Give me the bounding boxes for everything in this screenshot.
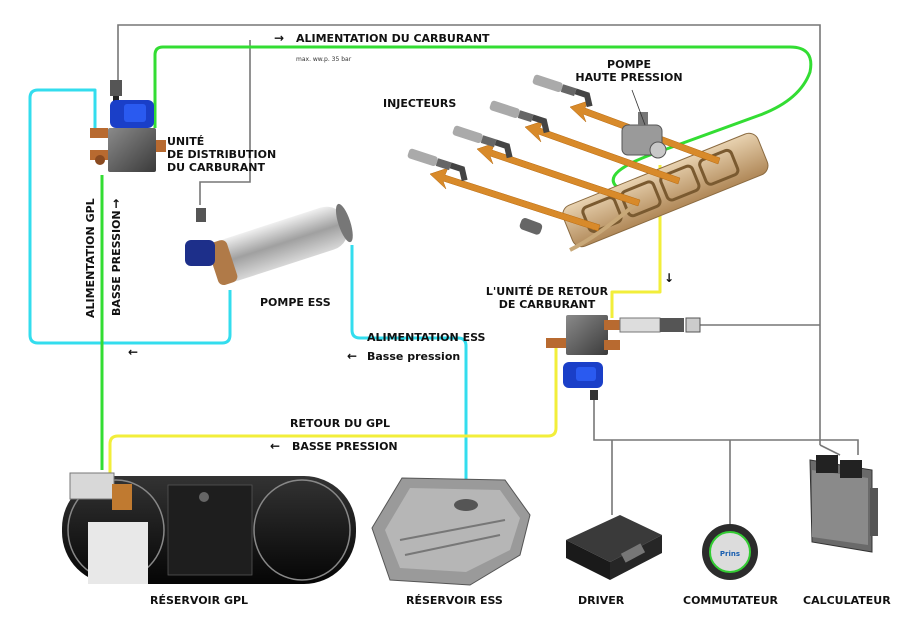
ess-left-arrow-icon: ← (128, 345, 139, 359)
switch-brand-text: Prins (720, 550, 740, 558)
ess-basse-arrow-icon: ← (347, 349, 358, 363)
pompe-hp-line2: HAUTE PRESSION (575, 71, 683, 84)
pompe-ess (185, 203, 353, 286)
unite-retour-line2: DE CARBURANT (498, 298, 596, 311)
high-pressure-pump (621, 89, 667, 159)
unite-distrib-line1: UNITÉ (167, 135, 205, 148)
alim-ess-label: ALIMENTATION ESS (367, 331, 486, 344)
commutateur-shape (702, 524, 758, 580)
driver-shape (566, 515, 662, 580)
alim-gpl-vertical-label: ALIMENTATION GPL (84, 198, 97, 318)
pompe-hp-line1: POMPE (607, 58, 651, 71)
return-lines (108, 165, 662, 480)
max-pressure-label: max. ww.p. 35 bar (296, 56, 352, 63)
retour-gpl-label: RETOUR DU GPL (290, 417, 391, 430)
basse-pression-label: Basse pression (367, 350, 461, 363)
reservoir-ess-label: RÉSERVOIR ESS (406, 594, 503, 607)
return-down-arrow-icon: ↓ (664, 271, 675, 285)
alimentation-arrow-icon: → (274, 31, 285, 45)
unite-retour-line1: L'UNITÉ DE RETOUR (485, 285, 609, 298)
unite-distrib-line2: DE DISTRIBUTION (167, 148, 277, 161)
reservoir-ess-shape (371, 477, 531, 586)
electric-wires (117, 24, 859, 525)
unite-distribution-label: UNITÉ DE DISTRIBUTION DU CARBURANT (167, 135, 276, 174)
distribution-unit (90, 80, 166, 172)
injecteurs-label: INJECTEURS (383, 97, 457, 110)
reservoir-gpl-label: RÉSERVOIR GPL (150, 594, 249, 607)
pompe-hp-label: POMPE HAUTE PRESSION (568, 58, 690, 84)
unite-distrib-line3: DU CARBURANT (167, 161, 265, 174)
retour-left-arrow-icon: ← (270, 439, 281, 453)
commutateur-label: COMMUTATEUR (683, 594, 778, 607)
basse-pression-vertical-label: BASSE PRESSION (110, 210, 123, 316)
return-unit (546, 315, 701, 400)
reservoir-gpl-shape (62, 472, 356, 584)
pompe-ess-label: POMPE ESS (260, 296, 331, 309)
gpl-lines (100, 45, 813, 470)
calculateur-label: CALCULATEUR (803, 594, 891, 607)
unite-retour-label: L'UNITÉ DE RETOUR DE CARBURANT (482, 285, 612, 311)
calculateur-shape (809, 455, 878, 553)
injectors (407, 74, 593, 182)
gpl-up-arrow-icon: ↑ (111, 197, 122, 211)
basse-pression-retour-label: BASSE PRESSION (292, 440, 398, 453)
ess-lines (28, 88, 468, 505)
alimentation-carburant-label: ALIMENTATION DU CARBURANT (296, 32, 490, 45)
driver-label: DRIVER (578, 594, 625, 607)
